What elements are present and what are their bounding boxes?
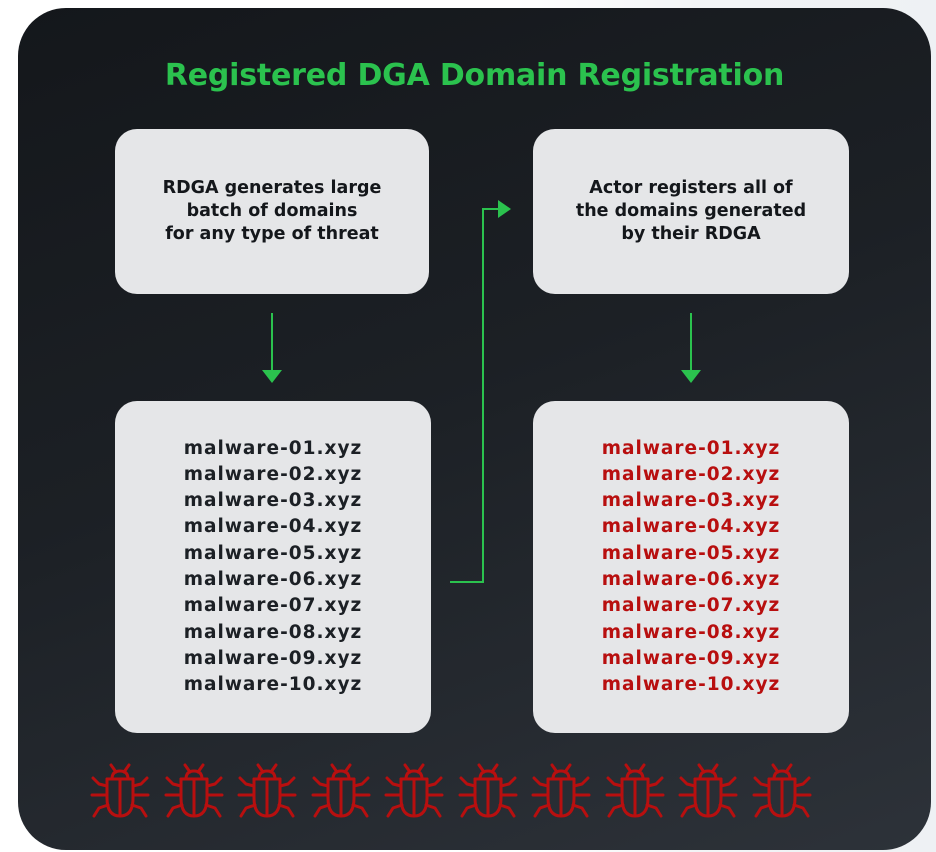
list-item: malware-10.xyz [183, 674, 363, 696]
list-item: malware-01.xyz [183, 437, 363, 459]
list-item: malware-07.xyz [183, 595, 363, 617]
step-register-line-1: Actor registers all of [589, 178, 793, 198]
step-generate-line-1: RDGA generates large [162, 178, 382, 198]
list-item: malware-08.xyz [601, 621, 781, 643]
list-item: malware-04.xyz [601, 516, 781, 538]
connector-arrows [262, 200, 701, 583]
list-item: malware-10.xyz [601, 674, 781, 696]
step-register-line-2: the domains generated [575, 201, 807, 221]
arrow-register-to-list [681, 313, 701, 383]
generated-domains-box: malware-01.xyz malware-02.xyz malware-03… [115, 401, 431, 733]
list-item: malware-04.xyz [183, 516, 363, 538]
list-item: malware-03.xyz [183, 490, 363, 512]
bug-icon [678, 763, 738, 818]
diagram-panel: Registered DGA Domain Registration RDGA … [18, 8, 931, 850]
list-item: malware-09.xyz [183, 647, 363, 669]
registered-domains-box: malware-01.xyz malware-02.xyz malware-03… [533, 401, 849, 733]
arrow-generate-to-list [262, 313, 282, 383]
bug-icon [458, 763, 517, 818]
list-item: malware-07.xyz [601, 595, 781, 617]
list-item: malware-08.xyz [183, 621, 363, 643]
step-generate-box: RDGA generates large batch of domains fo… [115, 129, 429, 294]
list-item: malware-05.xyz [601, 542, 781, 564]
arrow-list-to-register [450, 200, 511, 583]
list-item: malware-02.xyz [601, 463, 781, 485]
bug-icon [90, 763, 150, 818]
bug-icon [531, 763, 591, 818]
diagram-title: Registered DGA Domain Registration [164, 58, 785, 93]
bug-icon [164, 763, 223, 818]
list-item: malware-06.xyz [601, 569, 781, 590]
step-register-box: Actor registers all of the domains gener… [533, 129, 849, 294]
step-generate-line-2: batch of domains [186, 201, 358, 221]
list-item: malware-02.xyz [183, 463, 363, 485]
bug-icon [605, 763, 664, 818]
bug-icon [384, 763, 444, 818]
bug-icon [752, 763, 811, 818]
bug-icon [237, 763, 297, 818]
bug-icon [311, 763, 370, 818]
list-item: malware-06.xyz [183, 569, 363, 590]
bug-icon-row [88, 760, 814, 822]
list-item: malware-05.xyz [183, 542, 363, 564]
list-item: malware-09.xyz [601, 647, 781, 669]
step-generate-line-3: for any type of threat [165, 224, 379, 244]
step-register-line-3: by their RDGA [621, 224, 761, 244]
list-item: malware-01.xyz [601, 437, 781, 459]
list-item: malware-03.xyz [601, 490, 781, 512]
